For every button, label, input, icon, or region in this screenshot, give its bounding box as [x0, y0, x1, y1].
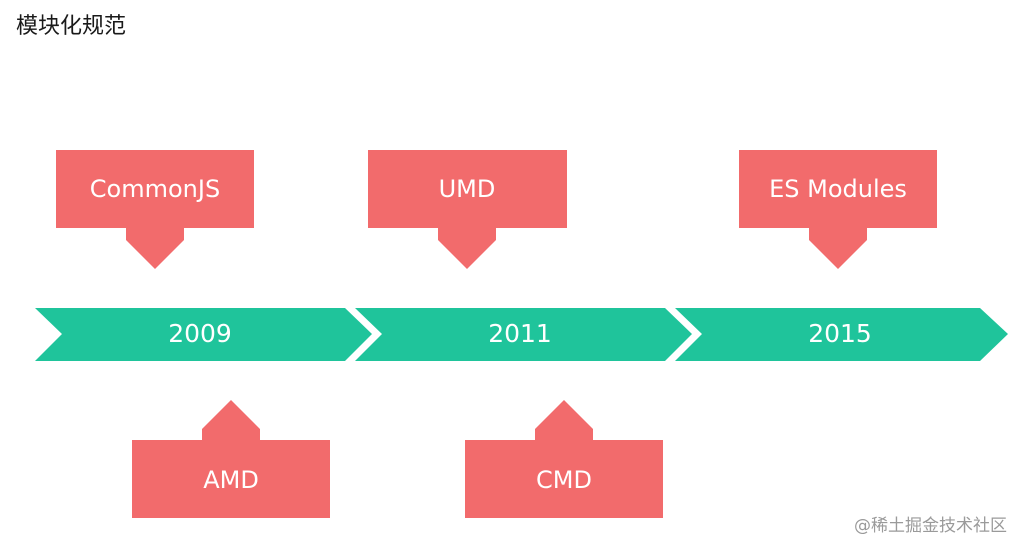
callout-es-modules	[739, 150, 937, 269]
callout-amd-label: AMD	[203, 466, 259, 494]
page-title: 模块化规范	[16, 14, 127, 39]
callout-commonjs-label: CommonJS	[90, 175, 220, 203]
callout-amd	[132, 400, 330, 518]
callout-umd-label: UMD	[439, 175, 496, 203]
timeline-segment-2009	[35, 308, 372, 361]
timeline-segment-2015	[675, 308, 1008, 361]
watermark: @稀土掘金技术社区	[854, 516, 1007, 536]
timeline-segment-2011	[355, 308, 692, 361]
callout-umd	[368, 150, 567, 269]
timeline-year-2011: 2011	[488, 319, 552, 348]
callout-cmd	[465, 400, 663, 518]
timeline-year-2009: 2009	[168, 319, 232, 348]
timeline-year-2015: 2015	[808, 319, 872, 348]
callout-commonjs	[56, 150, 254, 269]
callout-es-modules-label: ES Modules	[769, 175, 907, 203]
callout-cmd-label: CMD	[536, 466, 592, 494]
